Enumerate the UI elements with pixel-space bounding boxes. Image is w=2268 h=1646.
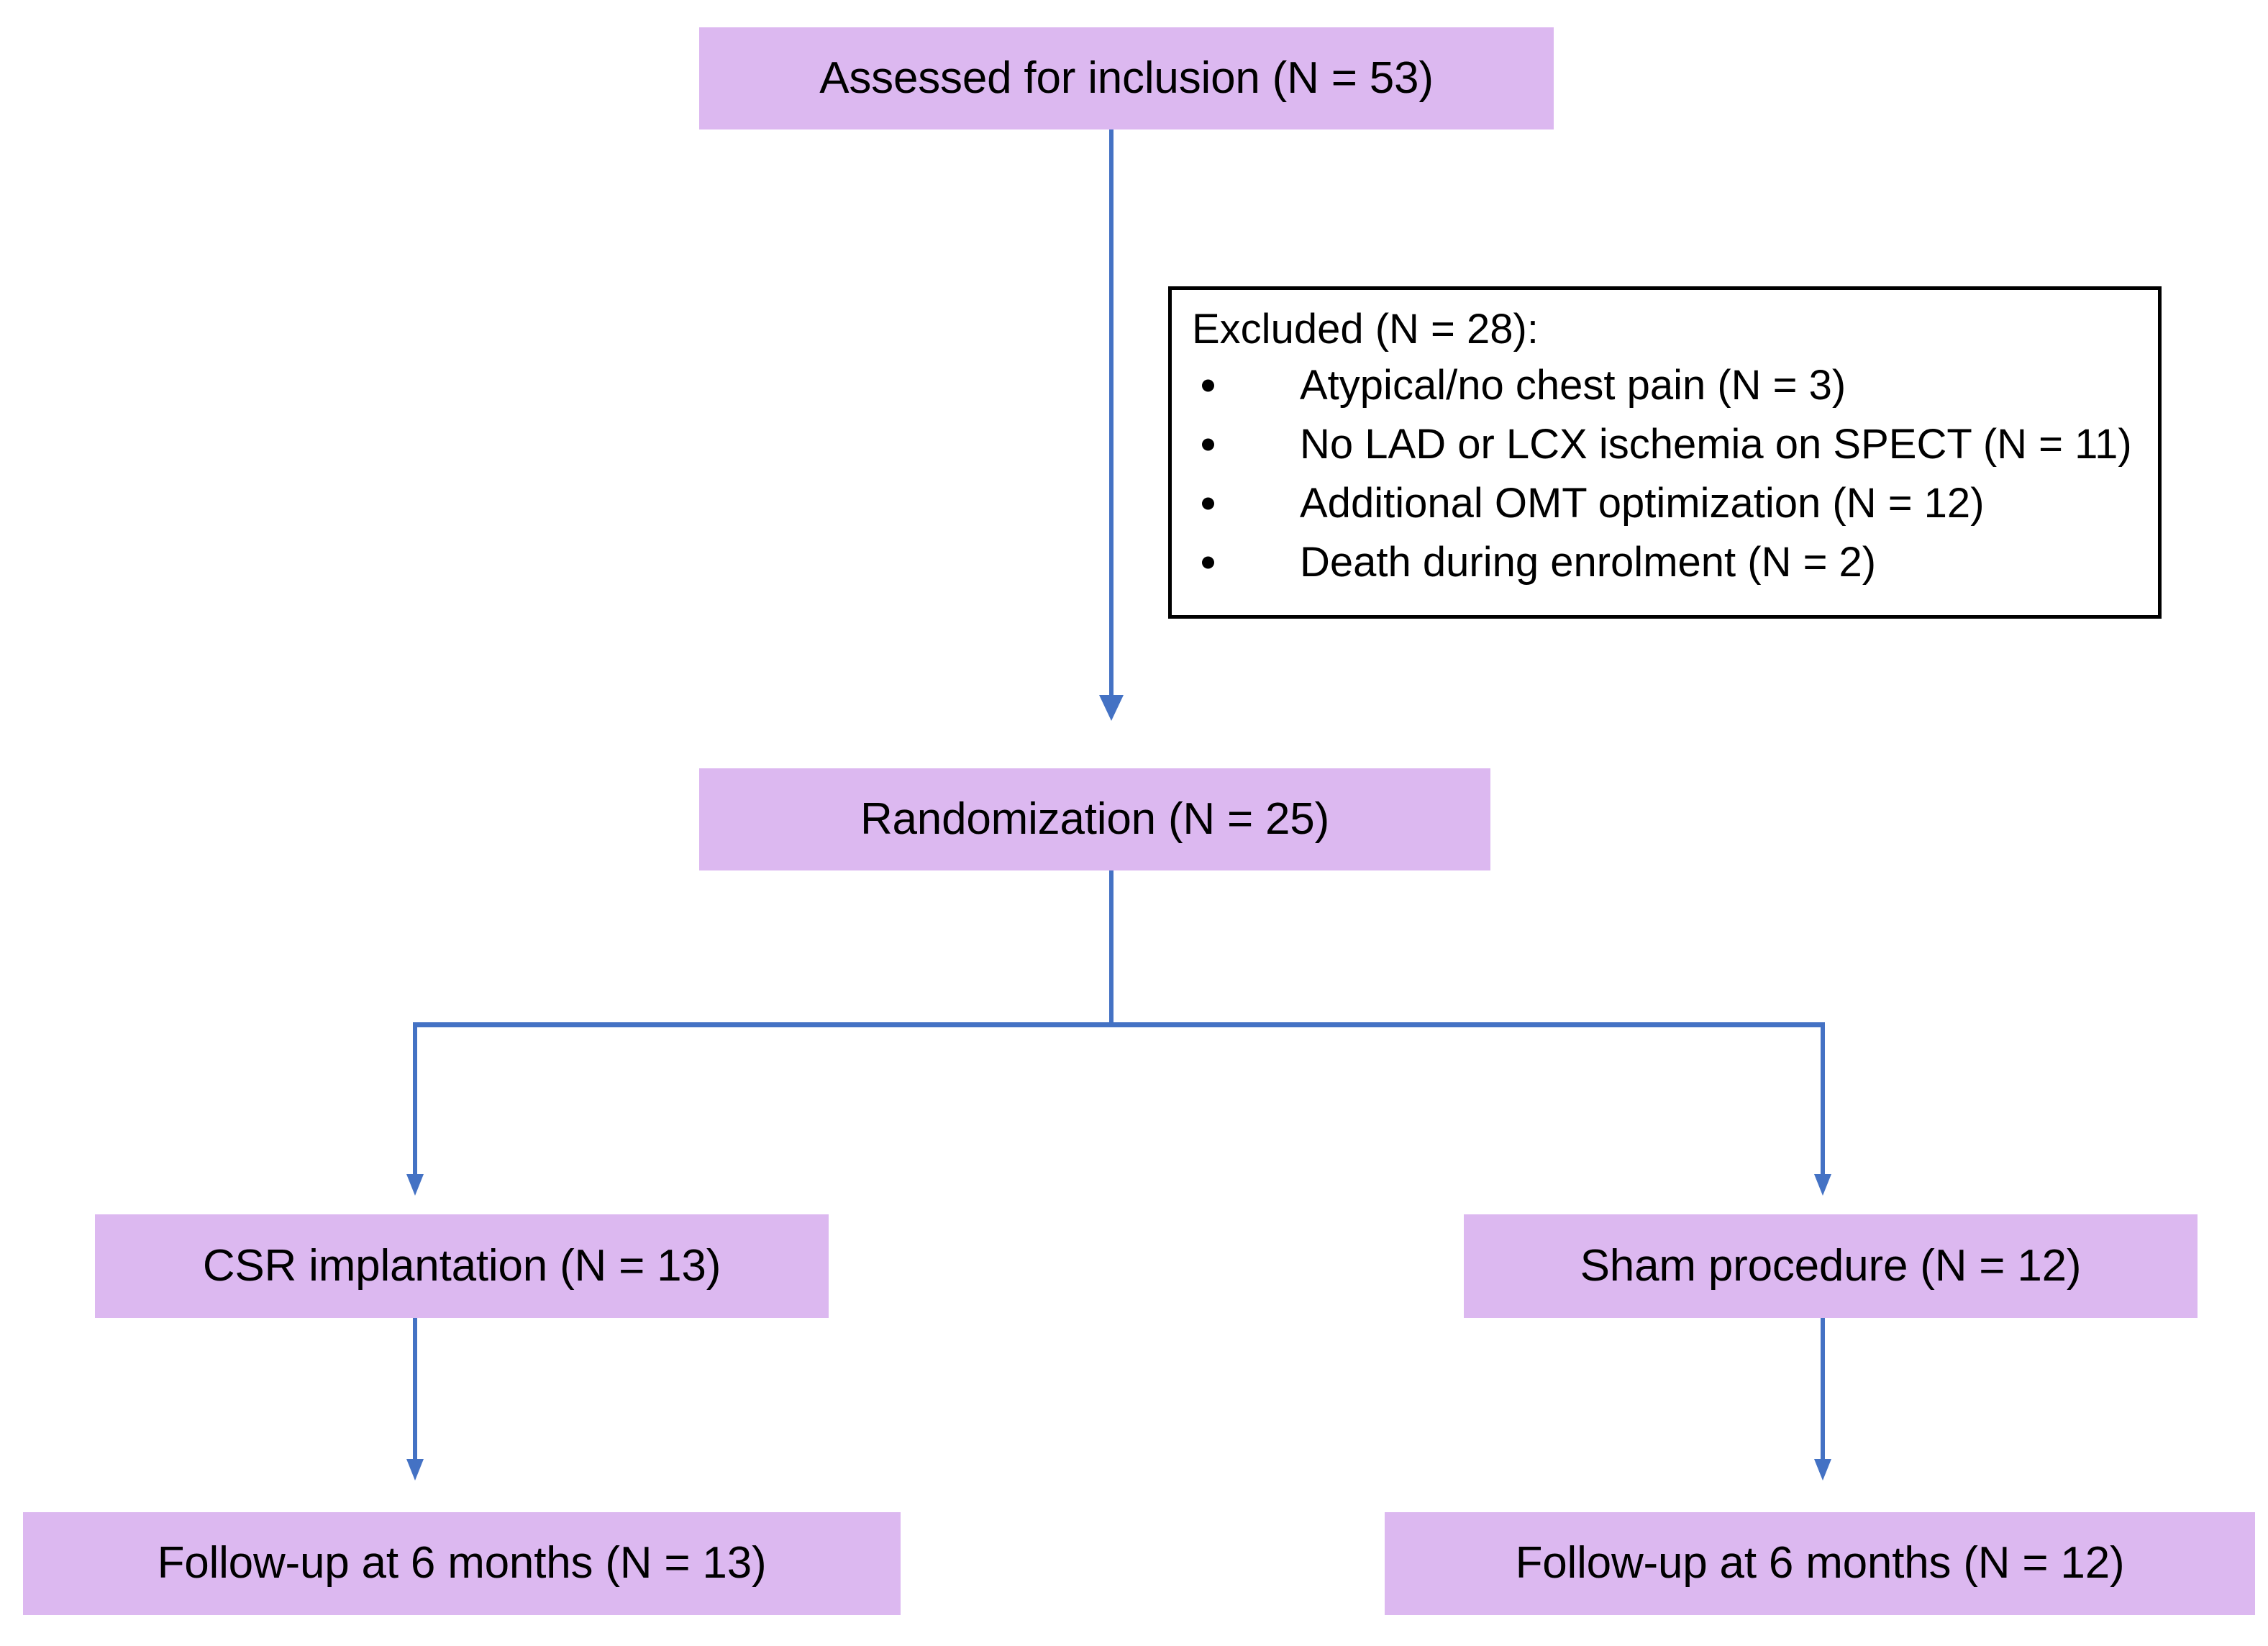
connector-to-sham-procedure: [1821, 1022, 1825, 1177]
excluded-reason-item: Atypical/no chest pain (N = 3): [1192, 365, 2158, 406]
arrowhead-to-sham-procedure-icon: [1814, 1174, 1831, 1196]
panel-excluded: Excluded (N = 28): Atypical/no chest pai…: [1168, 286, 2162, 619]
excluded-reason-label: Atypical/no chest pain (N = 3): [1300, 362, 1846, 409]
connector-randomization-stem: [1109, 870, 1113, 1025]
connector-sham-to-followup: [1821, 1318, 1825, 1462]
excluded-reason-item: Death during enrolment (N = 2): [1192, 542, 2158, 583]
arrowhead-to-randomization-icon: [1099, 695, 1124, 721]
excluded-reason-label: No LAD or LCX ischemia on SPECT (N = 11): [1300, 421, 2132, 468]
bullet-icon: [1202, 379, 1214, 392]
excluded-reason-item: Additional OMT optimization (N = 12): [1192, 483, 2158, 524]
node-csr-implantation: CSR implantation (N = 13): [95, 1214, 829, 1318]
node-followup-right: Follow-up at 6 months (N = 12): [1385, 1512, 2255, 1615]
connector-csr-to-followup: [413, 1318, 417, 1462]
node-sham-procedure: Sham procedure (N = 12): [1464, 1214, 2198, 1318]
bullet-icon: [1202, 556, 1214, 569]
node-randomization-label: Randomization (N = 25): [860, 794, 1330, 844]
node-followup-left-label: Follow-up at 6 months (N = 13): [157, 1538, 767, 1588]
node-followup-left: Follow-up at 6 months (N = 13): [23, 1512, 901, 1615]
node-sham-procedure-label: Sham procedure (N = 12): [1580, 1240, 2082, 1291]
node-assessed-for-inclusion: Assessed for inclusion (N = 53): [699, 27, 1554, 129]
excluded-reason-label: Additional OMT optimization (N = 12): [1300, 480, 1985, 527]
arrowhead-to-followup-right-icon: [1814, 1459, 1831, 1481]
bullet-icon: [1202, 438, 1214, 451]
node-followup-right-label: Follow-up at 6 months (N = 12): [1515, 1538, 2125, 1588]
node-assessed-label: Assessed for inclusion (N = 53): [819, 53, 1434, 103]
connector-split-bar-right: [1109, 1022, 1825, 1027]
excluded-reason-list: Atypical/no chest pain (N = 3) No LAD or…: [1192, 365, 2158, 583]
excluded-reason-label: Death during enrolment (N = 2): [1300, 539, 1877, 586]
bullet-icon: [1202, 497, 1214, 510]
arrowhead-to-followup-left-icon: [406, 1459, 424, 1481]
excluded-title: Excluded (N = 28):: [1192, 306, 1539, 353]
connector-to-csr-implantation: [413, 1022, 417, 1177]
connector-split-bar-left: [413, 1022, 1112, 1027]
excluded-reason-item: No LAD or LCX ischemia on SPECT (N = 11): [1192, 424, 2158, 465]
node-randomization: Randomization (N = 25): [699, 768, 1490, 870]
arrowhead-to-csr-implantation-icon: [406, 1174, 424, 1196]
connector-assessed-to-randomization: [1109, 129, 1113, 698]
node-csr-implantation-label: CSR implantation (N = 13): [202, 1240, 721, 1291]
